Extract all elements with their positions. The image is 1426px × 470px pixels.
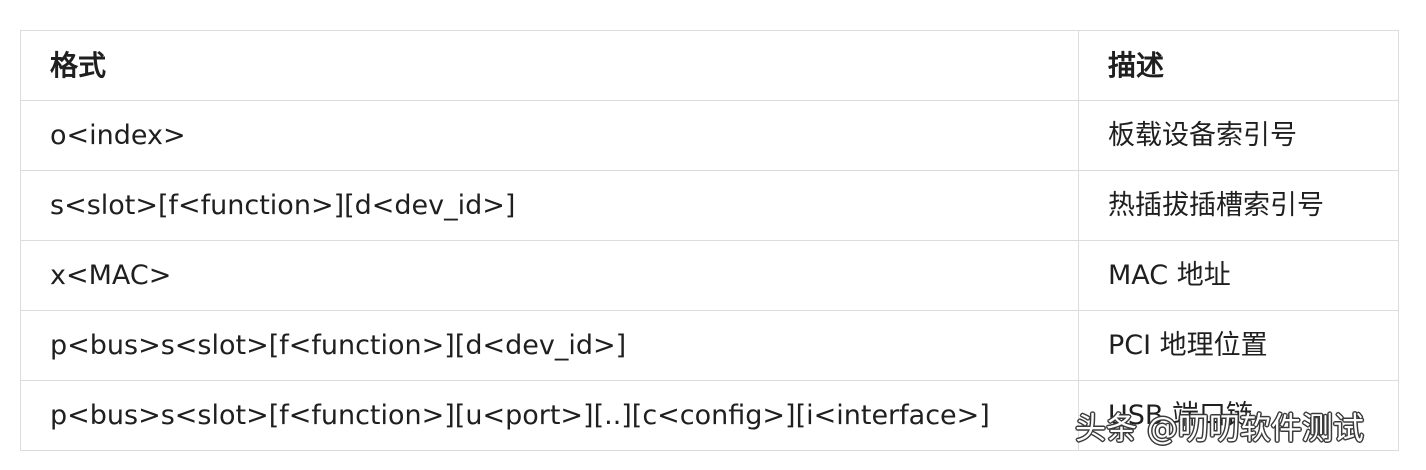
format-cell: x<MAC> [20,240,1079,311]
table-row: o<index> 板载设备索引号 [20,100,1399,171]
format-cell: s<slot>[f<function>][d<dev_id>] [20,170,1079,241]
header-description: 描述 [1078,30,1399,101]
table-row: x<MAC> MAC 地址 [20,240,1399,311]
description-cell: MAC 地址 [1078,240,1399,311]
watermark-text: 头条 @叨叨软件测试 [1075,411,1364,447]
table-header-row: 格式 描述 [20,30,1399,101]
format-cell: p<bus>s<slot>[f<function>][d<dev_id>] [20,310,1079,381]
naming-format-table: 格式 描述 o<index> 板载设备索引号 s<slot>[f<functio… [20,30,1399,451]
header-format: 格式 [20,30,1079,101]
format-cell: p<bus>s<slot>[f<function>][u<port>][..][… [20,380,1079,451]
table-row: s<slot>[f<function>][d<dev_id>] 热插拔插槽索引号 [20,170,1399,241]
description-cell: PCI 地理位置 [1078,310,1399,381]
table-row: p<bus>s<slot>[f<function>][u<port>][..][… [20,380,1399,451]
format-cell: o<index> [20,100,1079,171]
table-row: p<bus>s<slot>[f<function>][d<dev_id>] PC… [20,310,1399,381]
description-cell: 板载设备索引号 [1078,100,1399,171]
description-cell: 热插拔插槽索引号 [1078,170,1399,241]
description-cell: USB 端口链 [1078,380,1399,451]
